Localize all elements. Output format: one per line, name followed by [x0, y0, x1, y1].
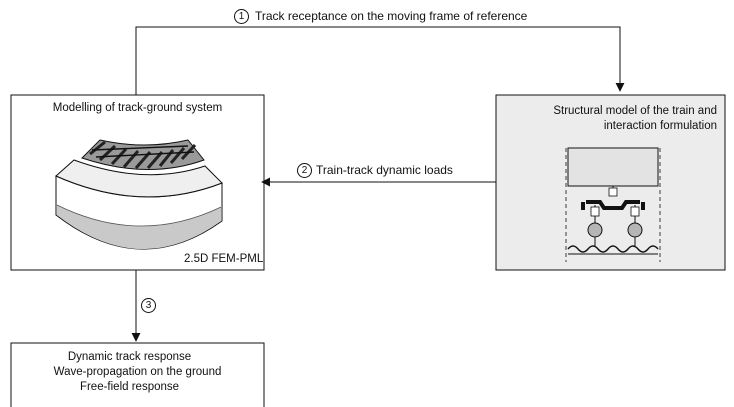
- arrow-1: [135, 26, 625, 95]
- arrow-1-label: Track receptance on the moving frame of …: [255, 9, 528, 23]
- bottom-box-line3: Free-field response: [79, 381, 180, 393]
- arrow-1-number: 1: [234, 9, 249, 24]
- train-model-illustration: [565, 147, 661, 262]
- bottom-box-line1: Dynamic track response: [67, 351, 192, 363]
- arrow-2-number: 2: [297, 163, 312, 178]
- car-body: [567, 147, 659, 187]
- arrow-3-number: 3: [141, 298, 156, 313]
- bottom-box: [10, 342, 265, 407]
- bottom-box-line2: Wave-propagation on the ground: [53, 366, 222, 378]
- left-box-title: Modelling of track-ground system: [52, 102, 223, 114]
- method-label: 2.5D FEM-PML: [184, 253, 264, 265]
- wheel-left: [587, 222, 603, 238]
- right-box-title-line2: interaction formulation: [603, 120, 717, 132]
- wheel-right: [627, 222, 643, 238]
- arrow-2-label: Train-track dynamic loads: [316, 163, 453, 177]
- track-ground-illustration: [55, 139, 223, 250]
- right-box-title-line1: Structural model of the train and: [553, 105, 717, 117]
